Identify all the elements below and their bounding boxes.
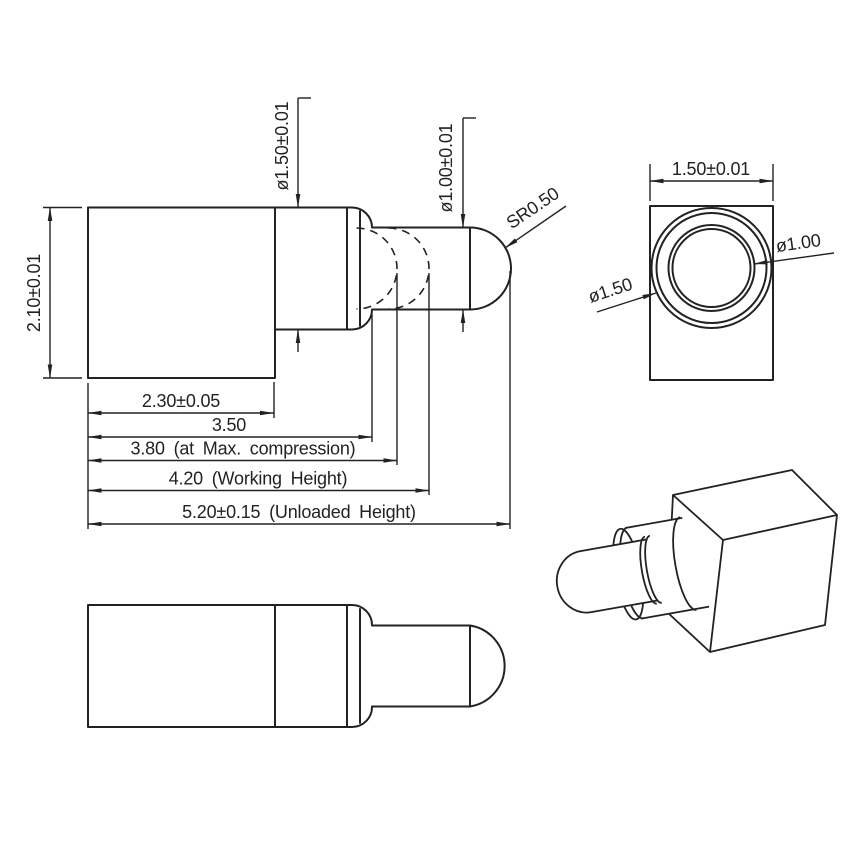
iso-plunger-outline bbox=[555, 538, 659, 614]
body-height-label: 2.10±0.01 bbox=[24, 254, 44, 332]
dimension-tip-radius: SR0.50 bbox=[503, 183, 567, 249]
dimension-stack: 2.30±0.05 3.50 3.80 (at Max. compression… bbox=[87, 271, 511, 529]
barrel-inner-wall-circle bbox=[655, 212, 768, 324]
dimension-4-20-working-height: 4.20 (Working Height) bbox=[87, 469, 430, 493]
tip-at-max-compression-dashed-arc bbox=[356, 227, 398, 310]
end-width-label: 1.50±0.01 bbox=[672, 159, 750, 179]
iso-collar-bottom-edge bbox=[640, 605, 710, 620]
plunger-diameter-label: ø1.00±0.01 bbox=[436, 123, 456, 212]
iso-collar-block-junction-arc bbox=[672, 516, 697, 611]
iso-plunger-base-ring-arc bbox=[639, 535, 657, 605]
dimension-2-30: 2.30±0.05 bbox=[87, 391, 274, 416]
leader-line bbox=[596, 292, 657, 313]
iso-block-edge bbox=[672, 494, 724, 541]
iso-collar-top-edge bbox=[625, 517, 683, 529]
end-view: 1.50±0.01 ø1.00 ø1.50 bbox=[586, 159, 835, 381]
dimension-body-height: 2.10±0.01 bbox=[24, 206, 82, 379]
dim-label: 4.20 (Working Height) bbox=[169, 469, 348, 489]
dimension-plunger-diameter: ø1.00±0.01 bbox=[436, 117, 476, 332]
tip-at-working-height-dashed-arc bbox=[388, 227, 430, 310]
leader-line bbox=[753, 252, 835, 265]
iso-plunger-fill bbox=[556, 539, 659, 613]
plan-view bbox=[87, 604, 506, 728]
pin-side-outline bbox=[87, 206, 512, 379]
dimension-end-width: 1.50±0.01 bbox=[649, 159, 774, 201]
iso-plunger-base-ring-arc bbox=[644, 534, 662, 604]
side-view: 2.10±0.01 ø1.50±0.01 ø1.00±0.01 SR0.50 bbox=[24, 97, 567, 529]
tip-radius-label: SR0.50 bbox=[503, 183, 563, 233]
dimension-3-80-max-compression: 3.80 (at Max. compression) bbox=[87, 439, 398, 463]
plunger-bore-circle bbox=[667, 224, 756, 312]
leader-line bbox=[504, 205, 567, 249]
iso-block-edge bbox=[709, 539, 724, 653]
dimension-end-outer-diameter: ø1.50 bbox=[586, 274, 657, 313]
isometric-view bbox=[555, 469, 838, 653]
end-view-body-outline bbox=[649, 205, 774, 381]
dim-label: 3.80 (at Max. compression) bbox=[131, 439, 356, 459]
barrel-outer-circle bbox=[650, 207, 773, 329]
dimension-3-50: 3.50 bbox=[87, 415, 373, 440]
dim-label: 3.50 bbox=[212, 415, 246, 435]
pin-plan-outline bbox=[87, 604, 506, 728]
iso-block-edge bbox=[722, 514, 838, 541]
dimension-barrel-diameter: ø1.50±0.01 bbox=[272, 97, 311, 352]
dim-label: 2.30±0.05 bbox=[142, 391, 220, 411]
dim-label: 5.20±0.15 (Unloaded Height) bbox=[182, 502, 416, 522]
barrel-diameter-label: ø1.50±0.01 bbox=[272, 101, 292, 190]
dimension-5-20-unloaded-height: 5.20±0.15 (Unloaded Height) bbox=[87, 502, 511, 527]
inner-diameter-label: ø1.00 bbox=[774, 230, 822, 256]
plunger-circle bbox=[671, 228, 752, 308]
iso-barrel-collar bbox=[555, 516, 710, 621]
